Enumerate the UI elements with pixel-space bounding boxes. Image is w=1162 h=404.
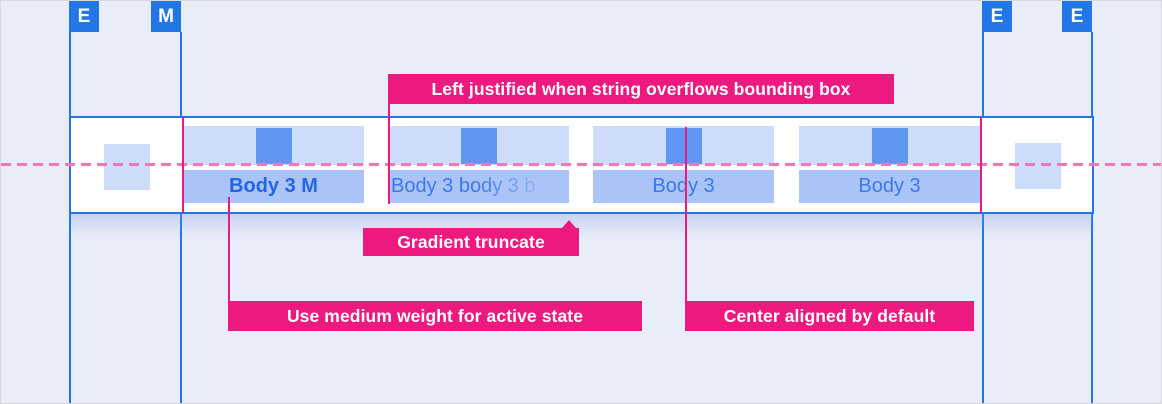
tab-item-default[interactable]: Body 3 xyxy=(593,126,774,203)
tab-icon-area xyxy=(593,126,774,165)
tab-icon-area xyxy=(388,126,569,165)
tab-label-active: Body 3 M xyxy=(183,170,364,203)
tab-icon-area xyxy=(799,126,980,165)
tab-label-overflow: Body 3 body 3 b xyxy=(388,170,569,203)
margin-placeholder-right xyxy=(1015,143,1061,189)
leader-line-left-justified xyxy=(388,104,390,204)
ruler-line-margin-left xyxy=(180,32,182,403)
ruler-badge-e-right: E xyxy=(982,1,1012,32)
ruler-line-edge-left xyxy=(69,32,71,403)
annotation-medium-weight: Use medium weight for active state xyxy=(228,301,642,331)
tab-icon-area xyxy=(183,126,364,165)
ruler-badge-m: M xyxy=(151,1,181,32)
tab-item-overflow[interactable]: Body 3 body 3 b xyxy=(388,126,569,203)
tab-icon-placeholder xyxy=(665,128,702,164)
content-edge-line-right xyxy=(980,117,982,213)
leader-line-medium-weight xyxy=(228,197,230,301)
tab-bar-shadow xyxy=(71,214,1092,238)
tab-item-default[interactable]: Body 3 xyxy=(799,126,980,203)
tab-item-active[interactable]: Body 3 M xyxy=(183,126,364,203)
tab-icon-placeholder xyxy=(460,128,497,164)
ruler-badge-e-edge: E xyxy=(1062,1,1092,32)
tab-label-default: Body 3 xyxy=(593,170,774,203)
gradient-truncate-fade xyxy=(473,170,569,203)
tab-icon-placeholder xyxy=(871,128,908,164)
annotation-notch-up xyxy=(562,220,576,228)
annotation-center-aligned: Center aligned by default xyxy=(685,301,974,331)
ruler-line-edge-right xyxy=(1091,32,1093,403)
centerline-dashed xyxy=(1,163,1161,166)
annotation-gradient-truncate: Gradient truncate xyxy=(363,228,579,256)
leader-line-center-aligned xyxy=(685,127,687,301)
annotation-left-justified: Left justified when string overflows bou… xyxy=(388,74,894,104)
margin-placeholder-left xyxy=(104,144,150,190)
ruler-badge-e-left: E xyxy=(69,1,99,32)
tab-icon-placeholder xyxy=(255,128,292,164)
content-edge-line-left xyxy=(182,117,184,213)
ruler-line-margin-right xyxy=(982,32,984,403)
tab-label-default: Body 3 xyxy=(799,170,980,203)
